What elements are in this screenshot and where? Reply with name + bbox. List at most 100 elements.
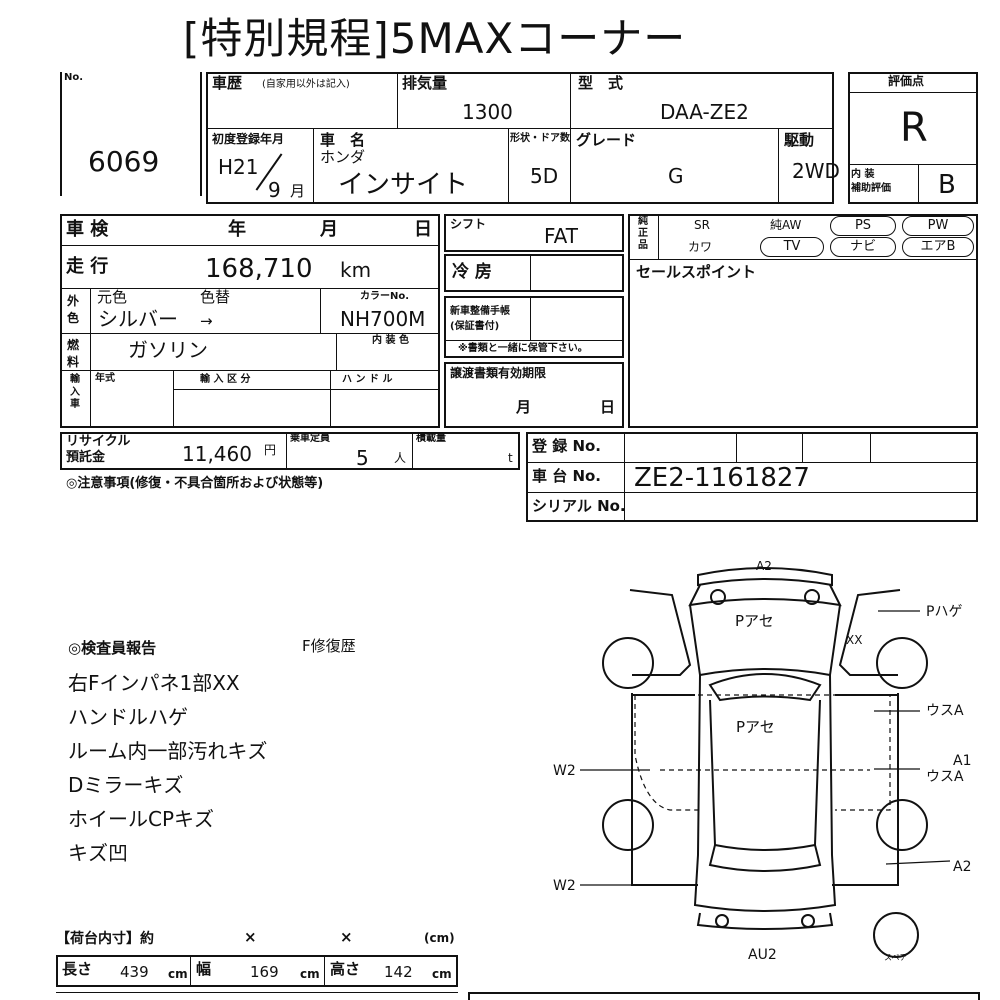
registration-table — [526, 432, 978, 522]
load-label: 積載量 — [416, 433, 446, 444]
score-label: 評価点 — [888, 74, 925, 88]
history-note: (自家用以外は記入) — [262, 79, 350, 90]
fuel-side-label: 燃 料 — [67, 338, 80, 369]
inspection-day: 日 — [414, 219, 432, 240]
first-reg-label: 初度登録年月 — [212, 132, 285, 146]
model-value: DAA-ZE2 — [660, 100, 749, 124]
inspector-item: ホイールCPキズ — [68, 807, 215, 831]
color-change-label: 色替 — [200, 288, 231, 306]
diagram-label-left-rear: W2 — [553, 878, 576, 894]
displacement-value: 1300 — [462, 100, 513, 124]
load-unit: t — [508, 451, 513, 465]
displacement-label: 排気量 — [402, 74, 448, 92]
import-year-label: 年式 — [95, 373, 115, 384]
recycle-value: 11,460 — [182, 442, 252, 466]
lot-bracket — [60, 72, 202, 196]
recycle-box — [60, 432, 520, 470]
diagram-label-right-front: Pハゲ — [926, 604, 963, 620]
sales-point-box — [628, 214, 978, 428]
diagram-label-front: A2 — [756, 559, 772, 573]
chassis-value: ZE2-1161827 — [634, 463, 810, 493]
car-name-label: 車 名 — [320, 131, 366, 149]
history-label: 車歴 — [212, 74, 243, 92]
inspector-item: ルーム内一部汚れキズ — [68, 739, 268, 763]
vehicle-detail-table — [60, 214, 440, 428]
cargo-height-cm: cm — [432, 967, 452, 981]
genuine-side-label: 純 正 品 — [638, 216, 648, 251]
color-orig-label: 元色 — [97, 288, 128, 306]
diagram-label-right-door-lower-a: A1 — [953, 753, 972, 769]
diagram-label-rear: AU2 — [748, 947, 777, 963]
cargo-length: 439 — [120, 963, 149, 981]
recycle-label: リサイクル 預託金 — [66, 434, 131, 465]
cargo-width-label: 幅 — [196, 960, 212, 978]
chassis-label: 車 台 No. — [532, 467, 602, 485]
cargo-width-cm: cm — [300, 967, 320, 981]
cargo-width: 169 — [250, 963, 279, 981]
capacity-unit: 人 — [394, 451, 407, 465]
diagram-label-bonnet: Pアセ — [735, 612, 774, 630]
color-code: NH700M — [340, 307, 426, 331]
inspection-label: 車 検 — [66, 219, 109, 240]
bottom-edge-line — [56, 992, 458, 993]
car-damage-diagram — [580, 567, 951, 958]
genuine-sr: SR — [694, 218, 710, 232]
serial-label: シリアル No. — [532, 497, 626, 515]
registration-label: 登 録 No. — [532, 437, 602, 455]
model-label: 型 式 — [578, 74, 624, 92]
inspector-title: ◎検査員報告 — [68, 639, 157, 657]
grade-value: G — [668, 164, 684, 188]
diagram-label-spare: スペア — [884, 953, 908, 962]
service-book-note: ※書類と一緒に保管下さい。 — [458, 343, 588, 354]
cargo-unit: (cm) — [424, 931, 455, 945]
ac-box — [444, 254, 624, 292]
inspector-item: Dミラーキズ — [68, 773, 184, 797]
color-value: シルバー — [98, 307, 178, 331]
score-box — [848, 72, 978, 204]
lot-label: No. — [64, 72, 84, 83]
genuine-pw: PW — [902, 216, 974, 236]
genuine-tv: TV — [760, 237, 824, 257]
inspector-item: キズ凹 — [68, 841, 128, 865]
genuine-aw: 純AW — [770, 218, 802, 232]
interior-score-label: 内 装 補助評価 — [851, 169, 891, 194]
mileage-unit: km — [340, 258, 372, 282]
diagram-label-right-rear: A2 — [953, 859, 972, 875]
transfer-docs-day: 日 — [600, 398, 616, 416]
transfer-docs-box — [444, 362, 624, 428]
genuine-leather: カワ — [688, 240, 713, 254]
sheet-title: [特別規程]5MAXコーナー — [183, 14, 687, 63]
cargo-length-label: 長さ — [62, 960, 93, 978]
inspection-year: 年 — [228, 219, 246, 240]
sales-point-label: セールスポイント — [636, 263, 757, 281]
score-value: R — [900, 105, 928, 151]
shift-value: FAT — [544, 224, 579, 248]
interior-score-value: B — [938, 170, 956, 200]
grade-label: グレード — [576, 131, 637, 149]
drive-value: 2WD — [792, 159, 840, 183]
genuine-ps: PS — [830, 216, 896, 236]
capacity-label: 乗車定員 — [290, 433, 330, 444]
lot-number: 6069 — [88, 145, 160, 178]
color-arrow: → — [200, 312, 213, 330]
inspection-month: 月 — [320, 219, 338, 240]
genuine-navi: ナビ — [830, 237, 896, 257]
color-side-label: 外 色 — [67, 294, 80, 325]
shift-box — [444, 214, 624, 252]
mileage-label: 走 行 — [66, 256, 109, 277]
fuel-value: ガソリン — [128, 338, 208, 362]
cargo-label: 【荷台内寸】約 — [56, 931, 154, 947]
import-handle-label: ハ ン ド ル — [342, 374, 393, 385]
service-book-label: 新車整備手帳 (保証書付) — [450, 306, 510, 332]
inspector-item: 右Fインパネ1部XX — [68, 671, 240, 695]
drive-label: 駆動 — [784, 131, 815, 149]
recycle-unit: 円 — [264, 443, 277, 457]
color-code-label: カラーNo. — [360, 291, 410, 302]
car-name: インサイト — [338, 170, 469, 200]
first-reg-era: H21 — [218, 155, 259, 179]
import-class-label: 輸 入 区 分 — [200, 374, 251, 385]
mileage-value: 168,710 — [205, 254, 313, 284]
diagram-label-right-door-upper: ウスA — [926, 703, 964, 719]
first-reg-month: 9 — [268, 178, 281, 202]
transfer-docs-month: 月 — [516, 398, 532, 416]
